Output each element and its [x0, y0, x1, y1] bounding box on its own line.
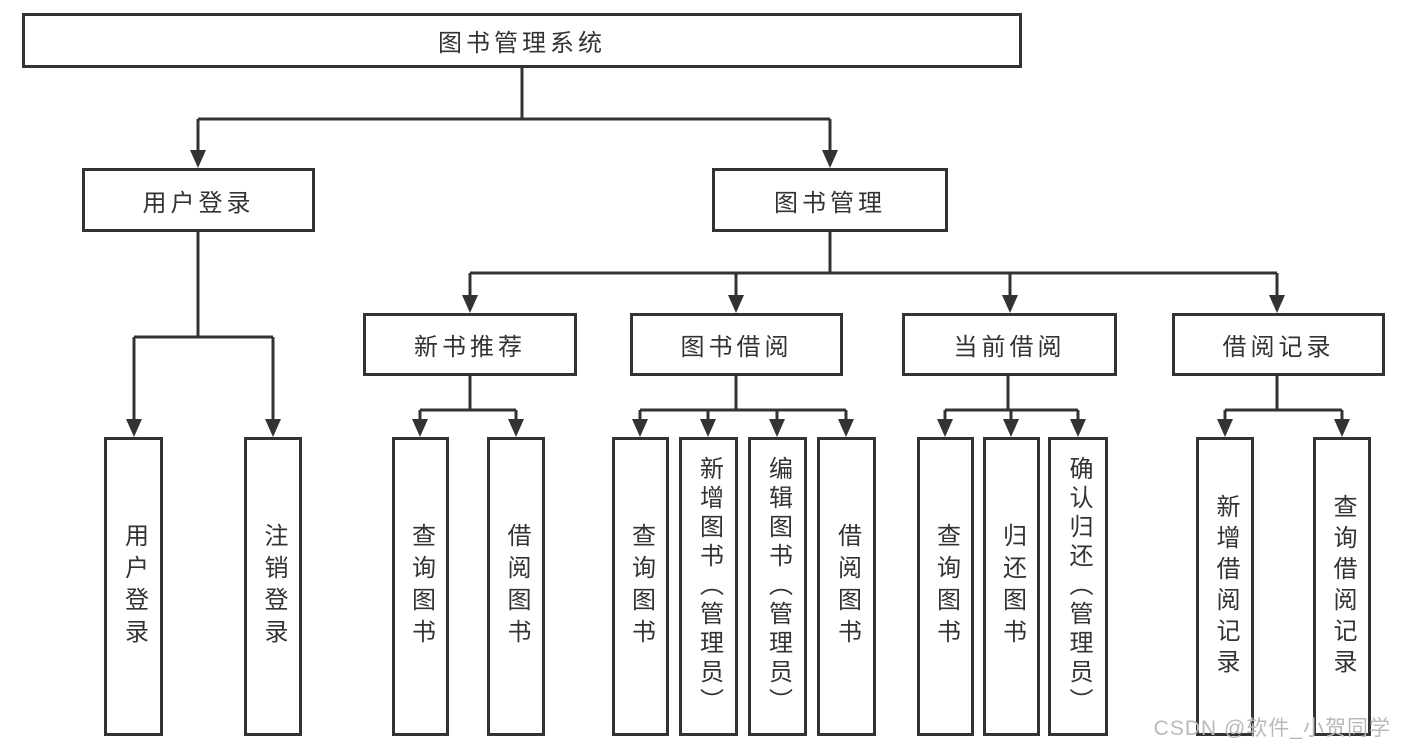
node-label: 借阅记录 [1222, 334, 1335, 361]
leaf-bb-query-books: 查询图书 [612, 437, 669, 736]
arrowhead [632, 419, 648, 437]
arrowhead [190, 150, 206, 168]
leaf-cb-confirm-return-admin: 确认归还（管理员） [1048, 437, 1108, 736]
leaf-label: 查询图书 [407, 522, 435, 651]
node-book-borrow: 图书借阅 [630, 313, 843, 376]
node-label: 图书管理 [774, 189, 886, 217]
arrowhead [769, 419, 785, 437]
leaf-label: 归还图书 [998, 522, 1026, 651]
node-user-login: 用户登录 [82, 168, 315, 232]
leaf-br-add-record: 新增借阅记录 [1196, 437, 1254, 736]
node-borrow-records: 借阅记录 [1172, 313, 1385, 376]
leaf-logout: 注销登录 [244, 437, 302, 736]
connector-book-mgmt-to-level3 [468, 232, 1279, 301]
connector-book-borrow-children [638, 376, 848, 425]
node-label: 图书借阅 [680, 334, 793, 361]
leaf-label: 编辑图书（管理员） [764, 456, 792, 717]
leaf-label: 用户登录 [120, 522, 148, 651]
leaf-user-login: 用户登录 [104, 437, 163, 736]
connector-user-login-children [132, 232, 275, 425]
arrowhead [937, 419, 953, 437]
leaf-bb-edit-books-admin: 编辑图书（管理员） [748, 437, 807, 736]
arrowhead [1002, 295, 1018, 313]
arrowhead [412, 419, 428, 437]
connector-borrow-records-children [1223, 376, 1344, 425]
arrowhead [1217, 419, 1233, 437]
arrowhead [462, 295, 478, 313]
node-label: 当前借阅 [953, 334, 1066, 361]
leaf-nb-borrow-books: 借阅图书 [487, 437, 545, 736]
leaf-label: 查询借阅记录 [1329, 493, 1356, 680]
arrowhead [1334, 419, 1350, 437]
node-new-book-recommend: 新书推荐 [363, 313, 577, 376]
arrowhead [1003, 419, 1019, 437]
arrowhead [700, 419, 716, 437]
leaf-br-query-record: 查询借阅记录 [1313, 437, 1371, 736]
arrowhead [1070, 419, 1086, 437]
leaf-label: 确认归还（管理员） [1065, 456, 1092, 717]
csdn-watermark: CSDN @软件_小贺同学 [1153, 717, 1391, 740]
arrowhead [1269, 295, 1285, 313]
node-label: 新书推荐 [414, 334, 526, 361]
leaf-label: 查询图书 [932, 522, 960, 651]
leaf-label: 查询图书 [627, 522, 655, 651]
leaf-bb-add-books-admin: 新增图书（管理员） [679, 437, 738, 736]
arrowhead [838, 419, 854, 437]
leaf-label: 新增图书（管理员） [695, 456, 723, 717]
arrowhead [728, 295, 744, 313]
connector-new-book-children [418, 376, 518, 425]
arrowhead [508, 419, 524, 437]
leaf-cb-query-books: 查询图书 [917, 437, 974, 736]
node-current-borrow: 当前借阅 [902, 313, 1117, 376]
connector-current-borrow-children [943, 376, 1080, 425]
leaf-label: 注销登录 [260, 522, 287, 651]
node-label: 图书管理系统 [438, 30, 606, 57]
node-label: 用户登录 [142, 189, 255, 217]
arrowhead [126, 419, 142, 437]
node-library-management-system: 图书管理系统 [22, 13, 1022, 68]
connector-root-to-level2 [196, 68, 832, 156]
leaf-nb-query-books: 查询图书 [392, 437, 449, 736]
leaf-cb-return-books: 归还图书 [983, 437, 1040, 736]
arrowhead [265, 419, 281, 437]
node-book-management: 图书管理 [712, 168, 948, 232]
leaf-label: 借阅图书 [503, 522, 530, 651]
leaf-label: 借阅图书 [833, 522, 861, 651]
arrowhead [822, 150, 838, 168]
leaf-label: 新增借阅记录 [1212, 493, 1239, 680]
leaf-bb-borrow-books: 借阅图书 [817, 437, 876, 736]
